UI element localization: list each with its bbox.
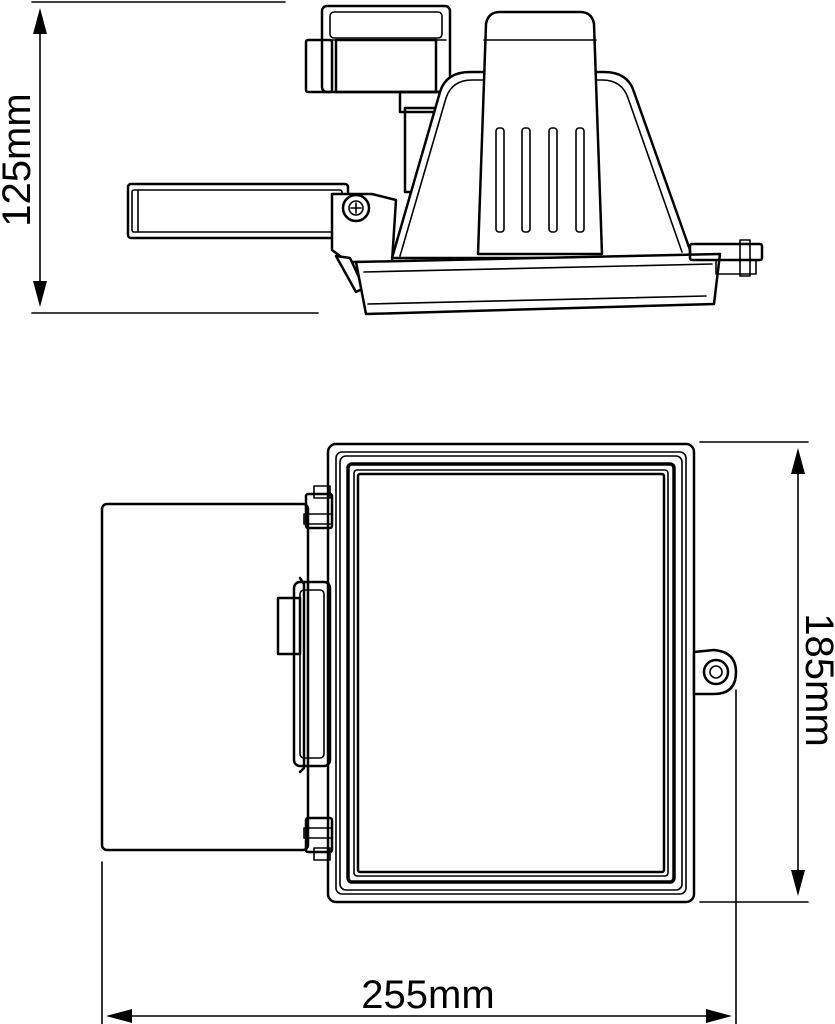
lens-glass [356,472,666,874]
dimension-width-front: 255mm [101,689,737,1024]
dimension-label-255mm: 255mm [361,973,494,1017]
hinge-clips [303,485,334,861]
dimension-height-front: 185mm [699,441,835,903]
housing-body [390,10,692,260]
dimension-label-125mm: 125mm [0,93,39,226]
pivot-bracket [330,192,398,294]
dimension-height-side: 125mm [0,1,319,314]
mounting-arm [126,182,350,240]
dimension-label-185mm: 185mm [797,613,835,746]
side-pivot-knob [692,648,738,696]
mounting-plate [100,502,332,852]
front-bezel-side [354,239,764,316]
side-view: 125mm [0,1,764,316]
front-view: 185mm 255mm [100,441,835,1024]
front-housing [326,442,696,904]
